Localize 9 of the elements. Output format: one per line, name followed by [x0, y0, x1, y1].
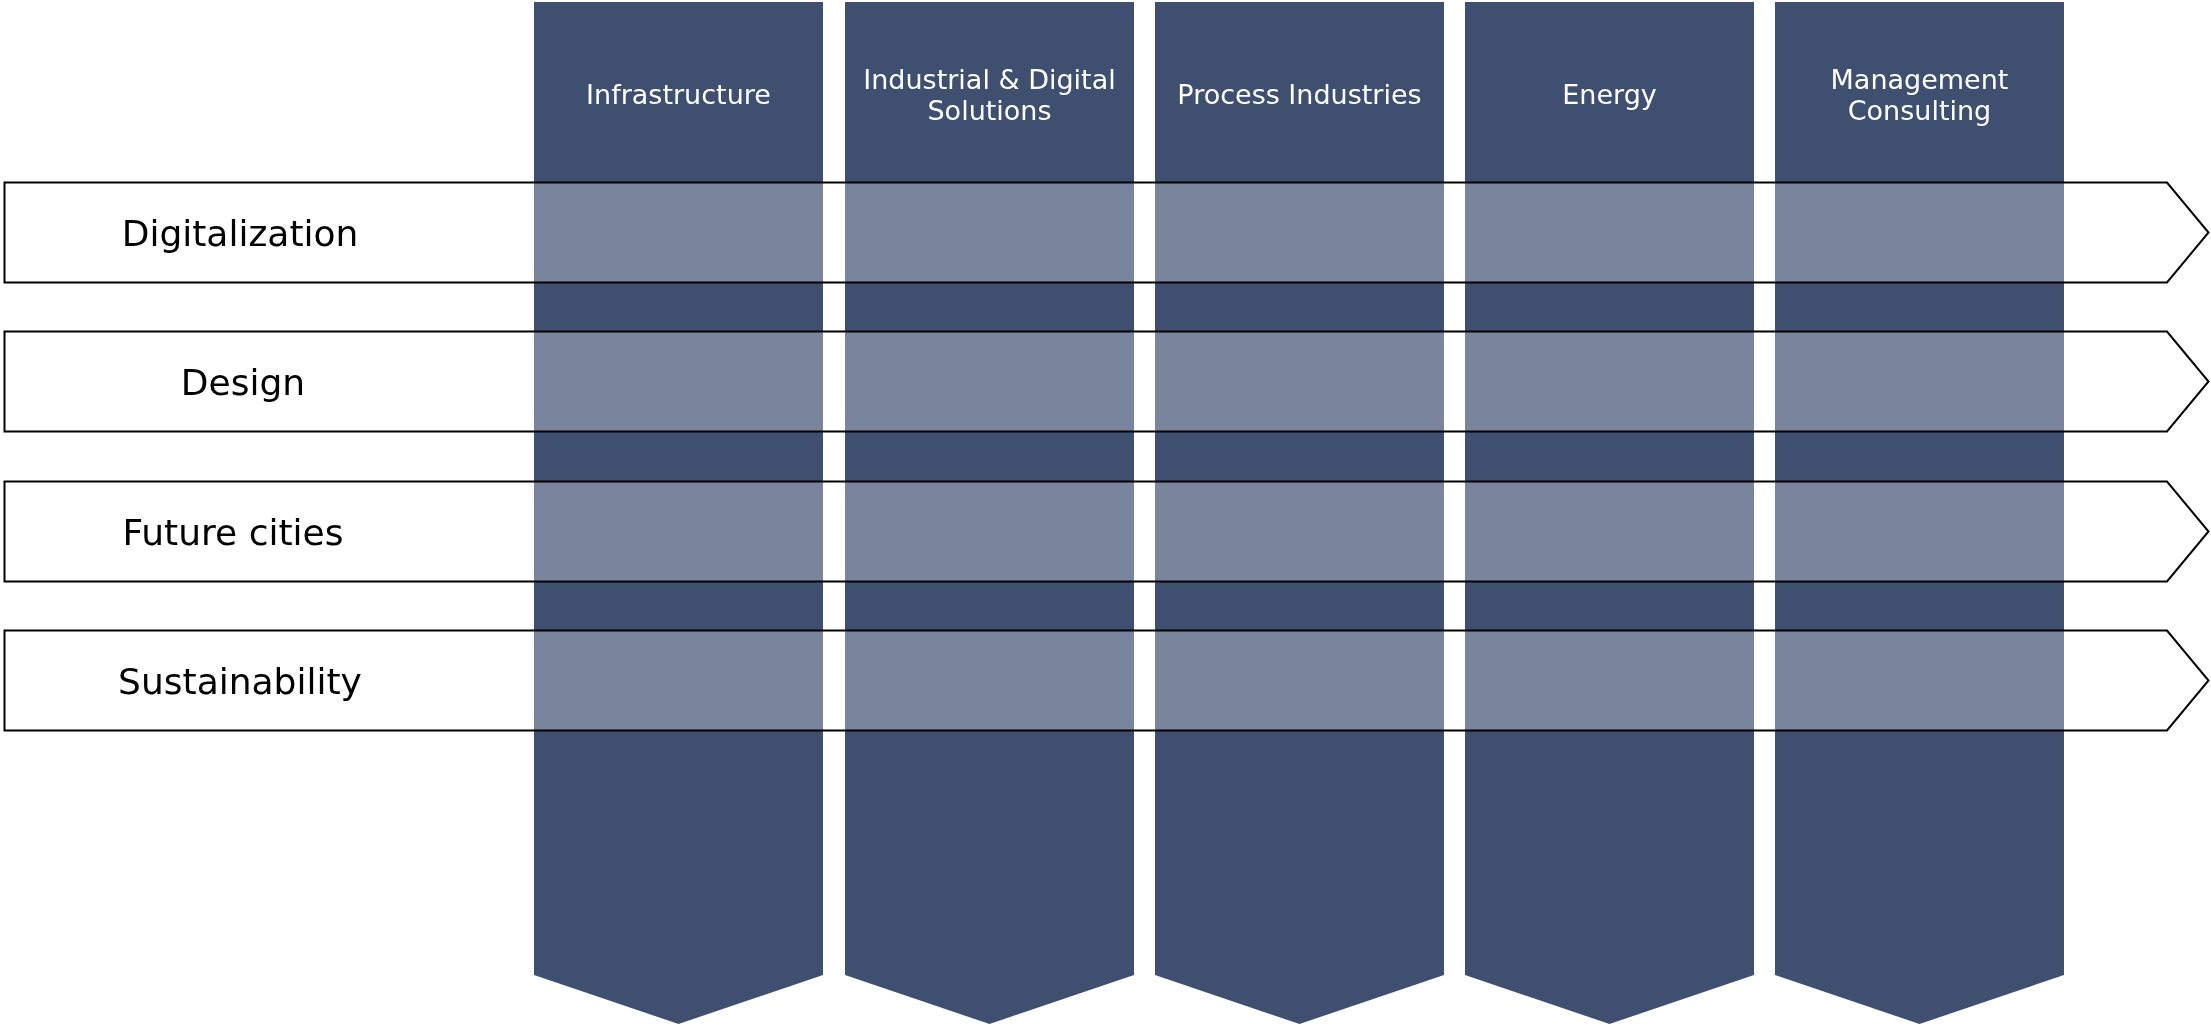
row-label: Digitalization — [121, 212, 359, 253]
row-label: Design — [180, 361, 306, 402]
column-heading: Management Consulting — [1829, 63, 2010, 126]
column-heading: Process Industries — [1177, 79, 1422, 110]
row-label: Sustainability — [118, 660, 362, 701]
column-heading: Infrastructure — [586, 79, 771, 110]
column-heading: Energy — [1562, 79, 1657, 110]
row-label: Future cities — [122, 511, 344, 552]
column-heading: Industrial & Digital Solutions — [862, 63, 1117, 126]
